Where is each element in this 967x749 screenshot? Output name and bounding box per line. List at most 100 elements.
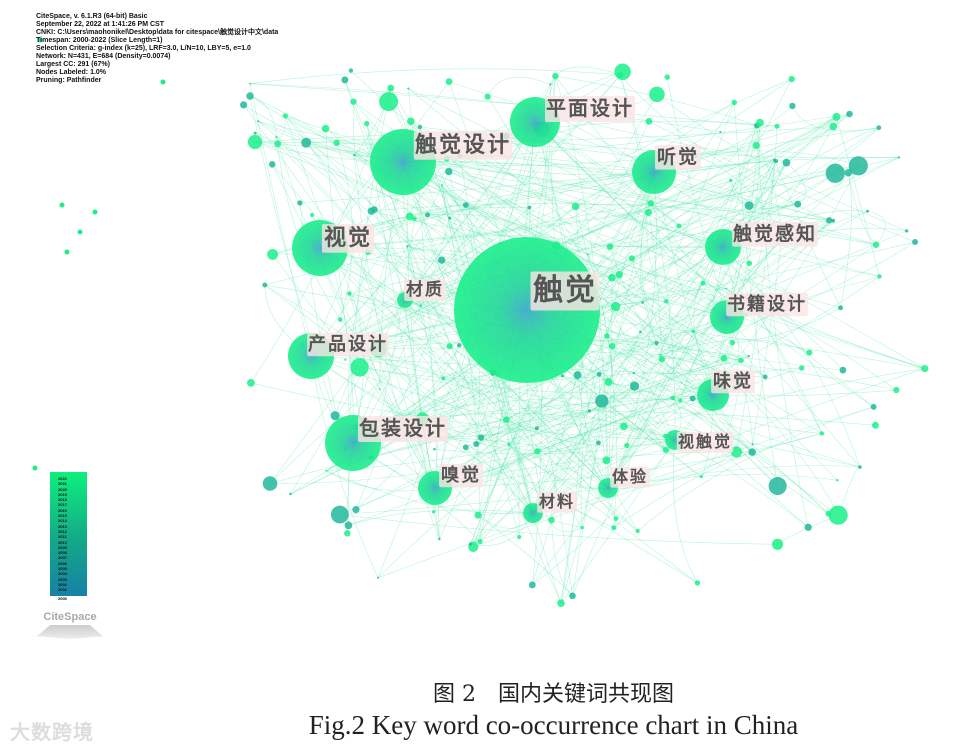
minor-node[interactable] — [794, 200, 802, 208]
minor-node[interactable] — [893, 386, 900, 394]
minor-node[interactable] — [262, 476, 278, 491]
minor-node[interactable] — [474, 511, 482, 519]
minor-node[interactable] — [831, 218, 836, 223]
minor-node[interactable] — [832, 112, 841, 121]
minor-node[interactable] — [405, 212, 414, 221]
minor-node[interactable] — [730, 446, 742, 458]
minor-node[interactable] — [297, 200, 303, 206]
minor-node[interactable] — [253, 131, 257, 135]
minor-node[interactable] — [350, 98, 357, 105]
minor-node[interactable] — [663, 299, 669, 304]
minor-node[interactable] — [747, 355, 750, 358]
minor-node[interactable] — [337, 317, 343, 322]
keyword-node[interactable]: 材料 — [523, 491, 577, 523]
minor-node[interactable] — [425, 212, 431, 218]
minor-node[interactable] — [473, 441, 480, 447]
minor-node[interactable] — [912, 239, 919, 246]
keyword-node[interactable]: 书籍设计 — [710, 292, 808, 334]
minor-node[interactable] — [604, 333, 610, 339]
minor-node[interactable] — [694, 580, 701, 586]
minor-node[interactable] — [897, 156, 901, 159]
minor-node[interactable] — [846, 110, 853, 118]
minor-node[interactable] — [877, 274, 882, 279]
keyword-node[interactable]: 产品设计 — [288, 332, 389, 379]
minor-node[interactable] — [691, 329, 695, 334]
minor-node[interactable] — [771, 538, 784, 550]
minor-node[interactable] — [773, 158, 776, 162]
minor-node[interactable] — [457, 343, 462, 348]
minor-node[interactable] — [848, 156, 868, 176]
minor-node[interactable] — [438, 537, 441, 541]
minor-node[interactable] — [433, 448, 436, 451]
minor-node[interactable] — [350, 358, 369, 377]
minor-node[interactable] — [654, 341, 659, 346]
minor-node[interactable] — [608, 342, 616, 350]
minor-node[interactable] — [503, 416, 510, 423]
keyword-node[interactable]: 平面设计 — [510, 96, 635, 147]
keyword-node[interactable]: 触觉设计 — [370, 129, 513, 195]
keyword-node[interactable]: 味觉 — [697, 369, 755, 411]
minor-node[interactable] — [160, 79, 166, 85]
minor-node[interactable] — [729, 178, 733, 183]
minor-node[interactable] — [580, 525, 584, 530]
minor-node[interactable] — [658, 355, 665, 363]
minor-node[interactable] — [549, 83, 552, 86]
minor-node[interactable] — [310, 212, 314, 217]
minor-node[interactable] — [379, 92, 399, 112]
minor-node[interactable] — [746, 260, 753, 267]
minor-node[interactable] — [462, 202, 469, 209]
minor-node[interactable] — [659, 353, 662, 357]
minor-node[interactable] — [836, 479, 839, 482]
minor-node[interactable] — [608, 273, 616, 282]
minor-node[interactable] — [829, 122, 838, 131]
minor-node[interactable] — [699, 475, 703, 479]
minor-node[interactable] — [700, 280, 706, 286]
minor-node[interactable] — [534, 448, 541, 455]
minor-node[interactable] — [419, 304, 423, 308]
minor-node[interactable] — [527, 205, 532, 210]
minor-node[interactable] — [441, 376, 446, 381]
minor-node[interactable] — [330, 411, 340, 421]
minor-node[interactable] — [719, 130, 722, 133]
minor-node[interactable] — [573, 371, 582, 380]
minor-node[interactable] — [819, 431, 825, 436]
minor-node[interactable] — [614, 63, 631, 81]
keyword-node[interactable]: 触觉感知 — [705, 221, 818, 265]
minor-node[interactable] — [628, 255, 635, 262]
minor-node[interactable] — [507, 442, 511, 447]
minor-node[interactable] — [645, 117, 653, 125]
minor-node[interactable] — [729, 339, 736, 346]
minor-node[interactable] — [639, 330, 642, 334]
minor-node[interactable] — [548, 516, 555, 524]
minor-node[interactable] — [325, 469, 328, 472]
keyword-node[interactable]: 视触觉 — [665, 430, 734, 453]
minor-node[interactable] — [613, 516, 619, 521]
minor-node[interactable] — [866, 209, 869, 213]
minor-node[interactable] — [378, 388, 381, 391]
minor-node[interactable] — [828, 505, 848, 525]
minor-node[interactable] — [872, 241, 880, 248]
minor-node[interactable] — [247, 134, 263, 150]
minor-node[interactable] — [445, 167, 453, 176]
minor-node[interactable] — [477, 538, 483, 545]
minor-node[interactable] — [37, 37, 43, 43]
minor-node[interactable] — [330, 505, 349, 524]
minor-node[interactable] — [635, 528, 640, 534]
minor-node[interactable] — [445, 78, 453, 86]
minor-node[interactable] — [246, 92, 254, 100]
minor-node[interactable] — [725, 287, 728, 290]
minor-node[interactable] — [752, 141, 760, 150]
minor-node[interactable] — [446, 343, 453, 350]
minor-node[interactable] — [789, 102, 796, 110]
minor-node[interactable] — [826, 217, 833, 224]
minor-node[interactable] — [274, 140, 282, 148]
minor-node[interactable] — [838, 305, 843, 311]
minor-node[interactable] — [517, 534, 522, 540]
minor-node[interactable] — [257, 120, 260, 123]
minor-node[interactable] — [438, 256, 446, 264]
minor-node[interactable] — [798, 365, 805, 371]
minor-node[interactable] — [406, 245, 409, 248]
minor-node[interactable] — [417, 124, 423, 130]
minor-node[interactable] — [596, 371, 602, 377]
minor-node[interactable] — [744, 201, 754, 210]
